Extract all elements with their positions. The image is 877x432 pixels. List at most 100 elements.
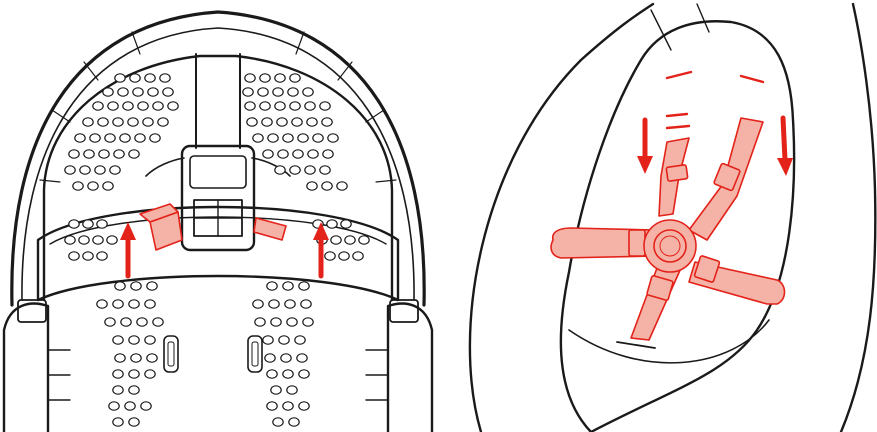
vent-hole: [320, 166, 330, 174]
vent-hole: [307, 118, 317, 126]
vent-hole: [109, 402, 119, 410]
vent-hole: [283, 370, 293, 378]
side-frame-right: [366, 300, 432, 432]
vent-hole: [345, 236, 355, 244]
harness-closeup-panel: [441, 0, 877, 432]
vent-hole: [129, 386, 139, 394]
vent-hole: [307, 182, 317, 190]
vent-hole: [290, 74, 300, 82]
vent-hole: [148, 88, 158, 96]
vent-hole: [268, 134, 278, 142]
vent-hole: [308, 150, 318, 158]
vent-hole: [90, 134, 100, 142]
vent-hole: [255, 318, 265, 326]
vent-hole: [269, 300, 279, 308]
vent-hole: [305, 102, 315, 110]
shoulder-strap-right: [254, 218, 286, 240]
vent-hole: [168, 102, 178, 110]
vent-hole: [285, 300, 295, 308]
vent-hole: [105, 318, 115, 326]
vent-hole: [245, 102, 255, 110]
vent-hole: [327, 220, 337, 228]
vent-hole: [267, 402, 277, 410]
vent-hole: [287, 318, 297, 326]
vent-hole: [260, 102, 270, 110]
vent-hole: [129, 418, 139, 426]
vent-hole: [103, 88, 113, 96]
vent-hole: [138, 102, 148, 110]
vent-hole: [129, 150, 139, 158]
vent-hole: [79, 236, 89, 244]
vent-hole: [93, 102, 103, 110]
vent-hole: [288, 88, 298, 96]
vent-hole: [275, 102, 285, 110]
vent-hole: [303, 88, 313, 96]
lap-strap-right: [689, 255, 785, 304]
vent-hole: [95, 166, 105, 174]
vent-hole: [323, 150, 333, 158]
shoulder-strap-right-closeup: [689, 118, 763, 240]
vent-hole: [83, 220, 93, 228]
vent-hole: [283, 282, 293, 290]
vent-hole: [353, 252, 363, 260]
vent-hole: [295, 336, 305, 344]
vent-hole: [263, 336, 273, 344]
vent-hole: [118, 88, 128, 96]
vent-hole: [328, 134, 338, 142]
vent-hole: [267, 282, 277, 290]
vent-hole: [278, 150, 288, 158]
vent-hole: [65, 236, 75, 244]
vent-hole: [98, 118, 108, 126]
seat-body-right: [841, 4, 875, 432]
vent-hole: [65, 166, 75, 174]
vent-hole: [243, 88, 253, 96]
vent-hole: [145, 300, 155, 308]
vent-hole: [99, 150, 109, 158]
vent-hole: [290, 166, 300, 174]
vent-hole: [105, 134, 115, 142]
vent-hole: [325, 252, 335, 260]
vent-hole: [283, 134, 293, 142]
vent-hole: [130, 74, 140, 82]
vent-hole: [301, 300, 311, 308]
arrow-down-right: [777, 118, 793, 176]
vent-hole: [113, 418, 123, 426]
harness-buckle: [644, 220, 696, 272]
seat-shell-panel: [0, 0, 436, 432]
vent-hole: [110, 166, 120, 174]
buckle-housing: [182, 146, 254, 250]
vent-hole: [281, 354, 291, 362]
vent-hole: [279, 336, 289, 344]
vent-hole: [273, 418, 283, 426]
vent-hole: [115, 282, 125, 290]
vent-hole: [88, 182, 98, 190]
seat-back-shell: [44, 56, 392, 300]
crotch-strap: [631, 268, 681, 340]
harness-slot-right: [248, 336, 262, 372]
vent-hole: [163, 88, 173, 96]
vent-hole: [113, 336, 123, 344]
vent-hole: [103, 182, 113, 190]
vent-hole: [271, 386, 281, 394]
vent-hole: [97, 252, 107, 260]
vent-hole: [150, 134, 160, 142]
vent-hole: [113, 386, 123, 394]
vent-hole: [245, 74, 255, 82]
vent-hole: [145, 74, 155, 82]
vent-hole: [69, 220, 79, 228]
vent-hole: [305, 166, 315, 174]
vent-hole: [129, 336, 139, 344]
vent-hole: [253, 300, 263, 308]
left-groove: [146, 158, 184, 176]
vent-hole: [303, 318, 313, 326]
vent-hole: [83, 252, 93, 260]
vent-hole: [262, 118, 272, 126]
vent-hole: [107, 236, 117, 244]
vent-hole: [115, 354, 125, 362]
seat-crotch-slot: [617, 342, 655, 348]
vent-hole: [341, 220, 351, 228]
vent-hole: [128, 118, 138, 126]
vent-hole: [283, 402, 293, 410]
arrow-up-left: [120, 222, 136, 276]
